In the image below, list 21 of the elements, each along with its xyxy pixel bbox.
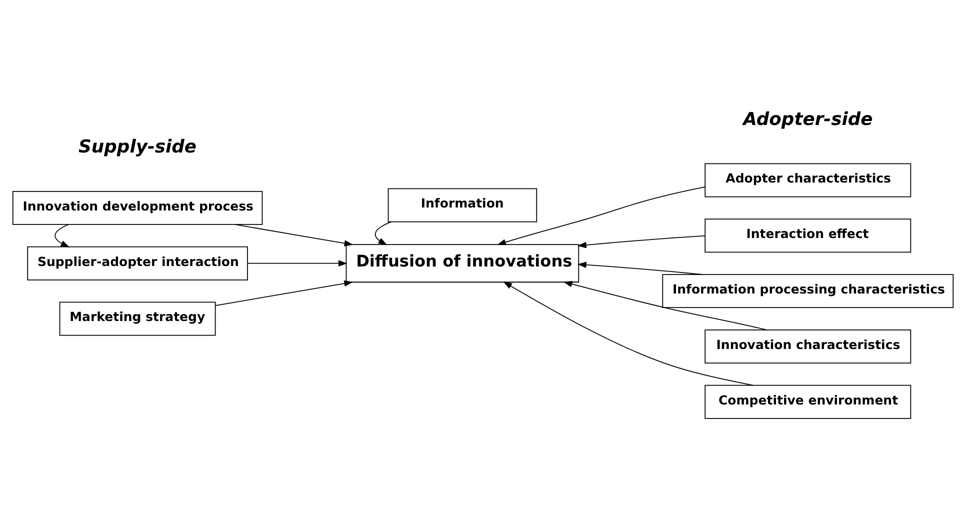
node-box: Diffusion of innovations	[346, 244, 580, 283]
arrow	[374, 221, 392, 246]
node-box: Marketing strategy	[59, 302, 216, 336]
node-box: Information	[388, 188, 538, 222]
node-box: Innovation development process	[12, 190, 263, 225]
node-box: Adopter characteristics	[704, 163, 912, 198]
node-box: Information processing characteristics	[662, 274, 954, 308]
node-box: Supplier-adopter interaction	[27, 246, 248, 280]
node-box: Innovation characteristics	[704, 330, 912, 364]
arrow	[503, 282, 754, 386]
node-box: Competitive environment	[704, 384, 912, 419]
arrow	[577, 235, 706, 248]
arrow	[214, 280, 354, 306]
label: Adopter-side	[743, 108, 873, 130]
node-box: Interaction effect	[704, 218, 912, 253]
arrow	[247, 260, 348, 266]
arrow	[234, 224, 354, 246]
arrow	[496, 186, 706, 246]
label: Supply-side	[78, 136, 197, 158]
arrow	[563, 281, 767, 330]
arrow	[577, 262, 702, 275]
